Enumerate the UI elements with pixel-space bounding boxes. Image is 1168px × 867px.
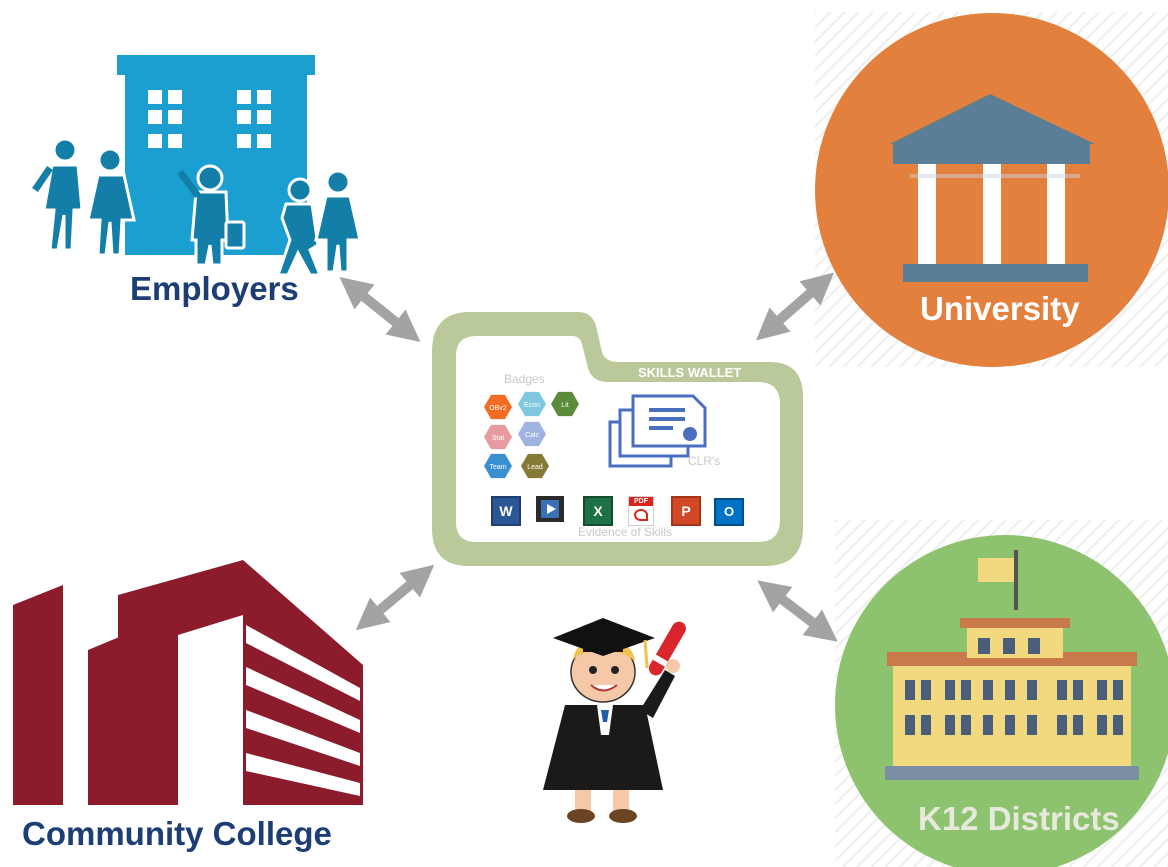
- badge-label: Team: [489, 464, 506, 471]
- video-icon: [536, 496, 564, 522]
- clr-documents-icon: [608, 394, 707, 468]
- badge-econ: Econ: [518, 391, 546, 417]
- k12-illustration-icon: [835, 535, 1168, 867]
- badge-obv2: OBv2: [484, 394, 512, 420]
- community-college-illustration-icon: [13, 560, 363, 805]
- word-icon: W: [491, 496, 521, 526]
- badge-label: Calc: [525, 432, 540, 439]
- arrow-employers-wallet: [339, 276, 421, 343]
- badge-calc: Calc: [518, 421, 546, 447]
- wallet-title: SKILLS WALLET: [638, 365, 742, 380]
- arrow-cc-wallet: [355, 564, 435, 631]
- clr-label: CLR's: [688, 454, 721, 468]
- pdf-icon: PDF: [628, 496, 654, 526]
- university-label: University: [920, 290, 1080, 327]
- badge-team: Team: [484, 453, 512, 479]
- badge-lead: Lead: [521, 453, 549, 479]
- badge-label: Stat: [492, 435, 505, 442]
- excel-icon: X: [583, 496, 613, 526]
- powerpoint-icon: P: [671, 496, 701, 526]
- badge-stat: Stat: [484, 424, 512, 450]
- graduate-student-icon: [543, 618, 686, 823]
- outlook-icon: O: [714, 498, 744, 526]
- badge-label: OBv2: [489, 405, 507, 412]
- badges-label: Badges: [504, 372, 545, 386]
- employers-label: Employers: [130, 270, 299, 307]
- k12-label: K12 Districts: [918, 800, 1120, 837]
- community-college-label: Community College: [22, 815, 332, 852]
- university-illustration-icon: [815, 13, 1168, 367]
- badge-label: Econ: [524, 402, 540, 409]
- arrow-k12-wallet: [757, 580, 838, 642]
- evidence-label: Evidence of Skills: [578, 525, 673, 539]
- badge-label: Lit: [561, 402, 568, 409]
- badge-label: Lead: [527, 464, 543, 471]
- employers-illustration-icon: [32, 55, 362, 277]
- arrow-university-wallet: [755, 272, 835, 341]
- badge-lit: Lit: [551, 391, 579, 417]
